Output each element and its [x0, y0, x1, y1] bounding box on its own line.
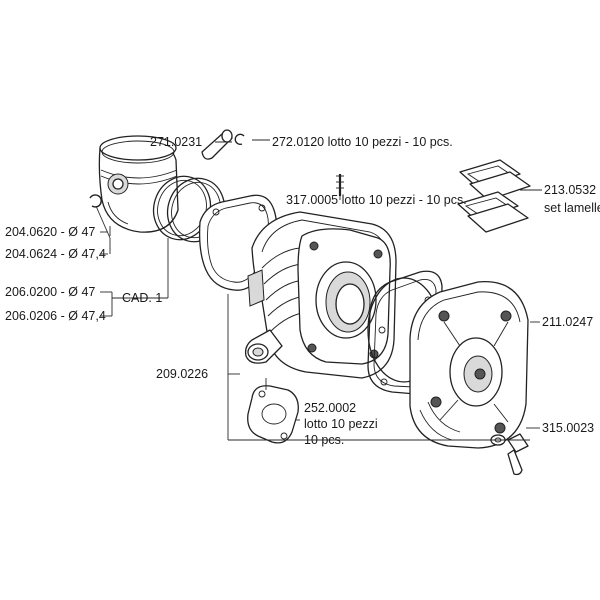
piston [98, 135, 179, 233]
label-stud: 317.0005 lotto 10 pezzi - 10 pcs. [286, 193, 467, 207]
label-screw: 315.0023 [542, 421, 594, 435]
leader-lines [95, 139, 542, 441]
pin-circlip [234, 133, 245, 146]
reed-petals [457, 159, 531, 233]
label-piston-47: 204.0620 - Ø 47 [5, 225, 95, 239]
cylinder-head [409, 281, 529, 449]
label-reeds-desc: set lamelle [544, 201, 600, 215]
label-head: 211.0247 [542, 315, 593, 329]
label-rings-474: 206.0206 - Ø 47,4 [5, 309, 106, 323]
label-gasket-code: 252.0002 [304, 401, 356, 415]
cylinder [244, 211, 397, 379]
label-gasket-lot: lotto 10 pezzi [304, 417, 378, 431]
head-screw [490, 433, 529, 476]
manifold-gasket [247, 385, 299, 444]
label-rings-47: 206.0200 - Ø 47 [5, 285, 95, 299]
label-piston-474: 204.0624 - Ø 47,4 [5, 247, 106, 261]
label-cylinder: 209.0226 [156, 367, 208, 381]
piston-pin [201, 129, 233, 160]
stud [336, 174, 344, 196]
label-pin: 271.0231 [150, 135, 202, 149]
label-clip: 272.0120 lotto 10 pezzi - 10 pcs. [272, 135, 453, 149]
label-rings-qty: CAD. 1 [122, 291, 162, 305]
piston-circlip [89, 194, 102, 208]
label-reeds-code: 213.0532 [544, 183, 596, 197]
label-gasket-pcs: 10 pcs. [304, 433, 344, 447]
